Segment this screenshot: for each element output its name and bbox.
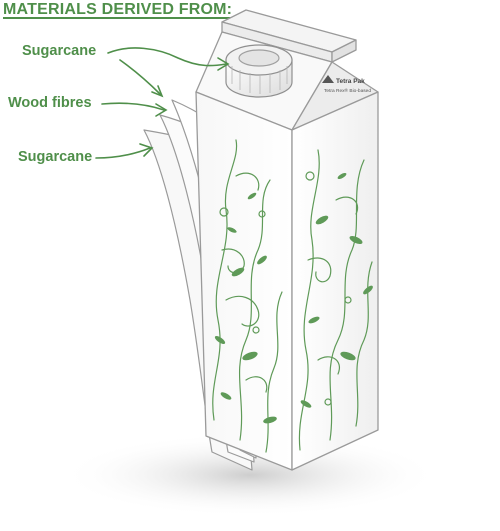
label-wood-fibres: Wood fibres <box>8 95 92 111</box>
tetra-pak-logo: Tetra Pak Tetra Rex® Bio-based <box>322 75 371 94</box>
arrow-bottom-sugarcane <box>95 147 151 159</box>
screw-cap <box>225 44 293 98</box>
label-top-sugarcane: Sugarcane <box>22 43 97 59</box>
vine-leaves-side <box>300 172 373 408</box>
carton-side-face <box>291 91 379 471</box>
floor-shadow <box>60 433 440 517</box>
vine-leaves-front <box>214 192 277 424</box>
arrow-top-sugarcane <box>107 47 227 67</box>
label-bottom-sugarcane: Sugarcane <box>18 149 93 165</box>
arrow-wood-fibres <box>101 102 165 111</box>
materials-heading: MATERIALS DERIVED FROM: <box>3 1 233 18</box>
callout-arrows <box>95 47 230 159</box>
vine-decoration-front <box>212 139 283 453</box>
svg-text:Tetra Pak: Tetra Pak <box>336 78 365 85</box>
arrow-top-sugarcane-branch <box>119 59 161 95</box>
svg-text:Tetra Rex® Bio-based: Tetra Rex® Bio-based <box>324 87 371 94</box>
carton-front-face <box>195 91 293 471</box>
